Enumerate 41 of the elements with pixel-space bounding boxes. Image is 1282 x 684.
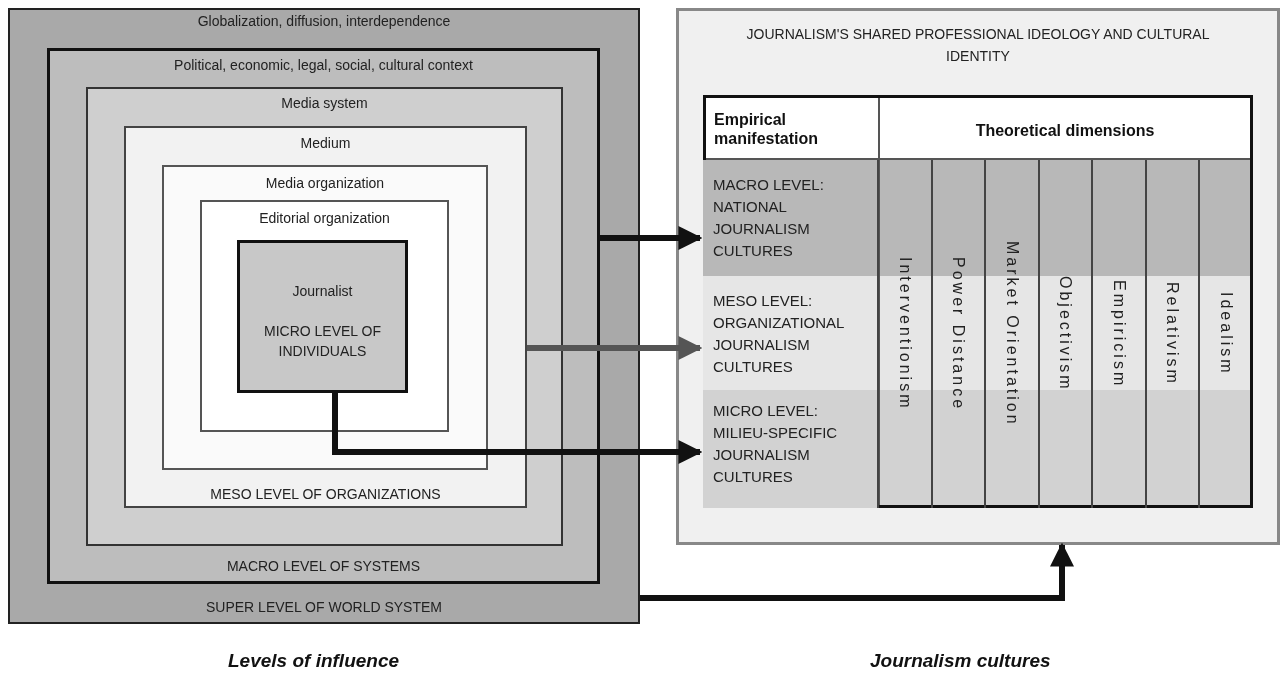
journalism-cultures-panel xyxy=(676,8,1280,545)
arrow xyxy=(600,226,703,250)
level-label: Globalization, diffusion, interdependence xyxy=(197,13,451,30)
row-label: MACRO LEVEL: NATIONAL JOURNALISM CULTURES xyxy=(713,175,825,261)
row-label: MICRO LEVEL: MILIEU-SPECIFIC JOURNALISM CULTURES xyxy=(713,401,839,487)
arrow xyxy=(332,393,703,464)
dimension-label: Interventionism xyxy=(895,257,914,411)
table-row-header xyxy=(703,390,877,508)
level-label: MESO LEVEL OF ORGANIZATIONS xyxy=(210,486,441,503)
row-label: MESO LEVEL: ORGANIZATIONAL JOURNALISM CULTURES xyxy=(713,291,845,377)
table-row-header xyxy=(703,160,877,276)
dimension-label: Objectivism xyxy=(1056,276,1075,392)
arrow xyxy=(527,336,703,360)
dimension-label: Power Distance xyxy=(949,256,968,411)
level-label: Media system xyxy=(281,95,368,112)
caption: Journalism cultures xyxy=(870,650,1051,672)
dimension-label: Empiricism xyxy=(1109,279,1128,389)
dimension-label: Market Orientation xyxy=(1002,241,1021,427)
panel-title: JOURNALISM'S SHARED PROFESSIONAL IDEOLOGY AND CULTURAL IDENTITY xyxy=(745,25,1211,66)
medium-box xyxy=(124,126,527,508)
dimension-label: Relativism xyxy=(1163,282,1182,386)
level-label: SUPER LEVEL OF WORLD SYSTEM xyxy=(206,599,442,616)
dimensions-table xyxy=(703,95,1253,508)
level-label: MACRO LEVEL OF SYSTEMS xyxy=(226,558,421,575)
context-box xyxy=(47,48,600,584)
editorial-organization-box xyxy=(200,200,449,432)
media-system-box xyxy=(86,87,563,546)
media-organization-box xyxy=(162,165,488,470)
caption: Levels of influence xyxy=(228,650,400,672)
table-row-header xyxy=(703,276,877,390)
column-header: Theoretical dimensions xyxy=(974,122,1156,140)
level-label: Media organization xyxy=(265,175,385,192)
level-label: Political, economic, legal, social, cultural context xyxy=(174,57,473,74)
level-label: Journalist xyxy=(292,282,353,301)
dimension-label: Idealism xyxy=(1216,292,1235,376)
level-label: Editorial organization xyxy=(259,210,390,227)
journalist-box xyxy=(237,240,408,393)
level-label: Medium xyxy=(300,135,351,152)
column-header: Empirical manifestation xyxy=(714,110,819,148)
level-label: MICRO LEVEL OF INDIVIDUALS xyxy=(263,322,382,361)
world-system-box xyxy=(8,8,640,624)
